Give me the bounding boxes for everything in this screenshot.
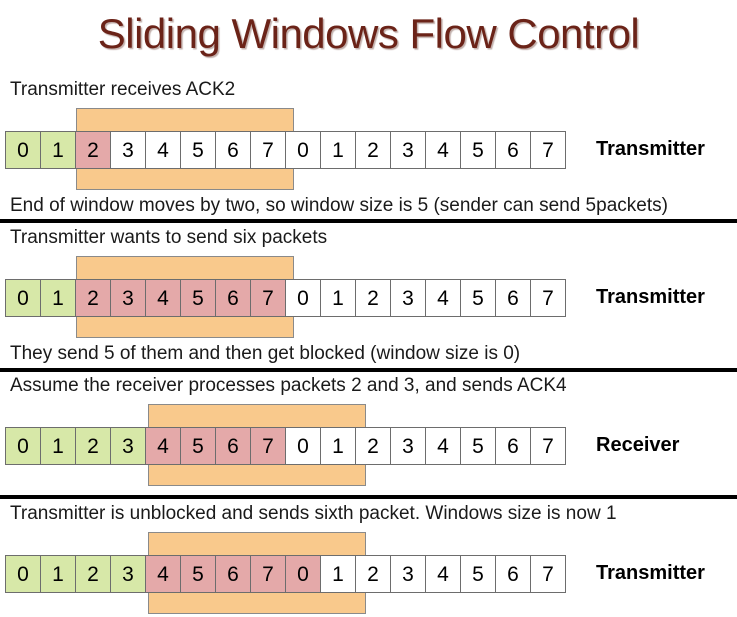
packet-cell[interactable]: 2 [75, 131, 111, 169]
packet-cell[interactable]: 4 [425, 555, 461, 593]
packet-cell[interactable]: 7 [530, 555, 566, 593]
packet-cell[interactable]: 6 [495, 131, 531, 169]
packet-cell[interactable]: 2 [75, 555, 111, 593]
packet-cell[interactable]: 3 [390, 131, 426, 169]
packet-cell[interactable]: 5 [180, 279, 216, 317]
packet-cell[interactable]: 0 [285, 131, 321, 169]
packet-cell[interactable]: 7 [530, 131, 566, 169]
section-divider [0, 368, 737, 372]
packet-cell[interactable]: 1 [40, 279, 76, 317]
diagram-section-3: Assume the receiver processes packets 2 … [0, 374, 737, 494]
packet-cell[interactable]: 7 [250, 555, 286, 593]
packet-cell[interactable]: 7 [530, 427, 566, 465]
packet-cell[interactable]: 2 [355, 427, 391, 465]
packet-cell[interactable]: 1 [40, 131, 76, 169]
packet-cell[interactable]: 1 [40, 555, 76, 593]
section-caption-top: Assume the receiver processes packets 2 … [10, 375, 567, 396]
section-divider [0, 495, 737, 499]
packet-cell[interactable]: 2 [355, 555, 391, 593]
packet-cell[interactable]: 5 [460, 279, 496, 317]
packet-cell[interactable]: 3 [110, 279, 146, 317]
packet-cell[interactable]: 0 [5, 131, 41, 169]
packet-cell[interactable]: 4 [425, 279, 461, 317]
packet-cell[interactable]: 2 [75, 427, 111, 465]
packet-cell[interactable]: 1 [320, 555, 356, 593]
packet-cell[interactable]: 0 [285, 279, 321, 317]
page-title: Sliding Windows Flow Control [97, 10, 640, 57]
packet-cell[interactable]: 6 [215, 279, 251, 317]
packet-cell[interactable]: 1 [320, 131, 356, 169]
packet-cell[interactable]: 5 [180, 427, 216, 465]
section-caption-bottom: End of window moves by two, so window si… [10, 195, 668, 216]
packet-cell[interactable]: 3 [390, 279, 426, 317]
role-label: Transmitter [596, 286, 705, 308]
packet-cell[interactable]: 3 [110, 131, 146, 169]
packet-cell[interactable]: 4 [145, 555, 181, 593]
packet-cell[interactable]: 4 [145, 427, 181, 465]
packet-cell[interactable]: 1 [320, 279, 356, 317]
diagram-section-4: Transmitter is unblocked and sends sixth… [0, 502, 737, 617]
packet-cell[interactable]: 7 [530, 279, 566, 317]
packet-cell[interactable]: 5 [460, 427, 496, 465]
packet-cell[interactable]: 4 [145, 279, 181, 317]
packet-cell[interactable]: 6 [495, 279, 531, 317]
section-caption-top: Transmitter wants to send six packets [10, 227, 328, 248]
packet-cell[interactable]: 3 [110, 427, 146, 465]
packet-cell[interactable]: 7 [250, 279, 286, 317]
packet-cell[interactable]: 6 [215, 131, 251, 169]
role-label: Receiver [596, 434, 680, 456]
section-caption-top: Transmitter is unblocked and sends sixth… [10, 503, 617, 524]
packet-cell[interactable]: 3 [390, 427, 426, 465]
packet-cell[interactable]: 2 [355, 131, 391, 169]
packet-cell[interactable]: 0 [285, 555, 321, 593]
packet-cell[interactable]: 1 [320, 427, 356, 465]
packet-cell[interactable]: 2 [75, 279, 111, 317]
packet-cell[interactable]: 1 [40, 427, 76, 465]
packet-cell[interactable]: 7 [250, 427, 286, 465]
role-label: Transmitter [596, 138, 705, 160]
packet-cell[interactable]: 2 [355, 279, 391, 317]
packet-cell[interactable]: 6 [215, 555, 251, 593]
packet-cell[interactable]: 5 [180, 555, 216, 593]
packet-cell[interactable]: 0 [5, 279, 41, 317]
packet-cell[interactable]: 3 [390, 555, 426, 593]
packet-cell[interactable]: 7 [250, 131, 286, 169]
section-caption-top: Transmitter receives ACK2 [10, 79, 236, 100]
section-divider [0, 219, 737, 223]
packet-cell[interactable]: 5 [180, 131, 216, 169]
packet-cell[interactable]: 5 [460, 555, 496, 593]
section-caption-bottom: They send 5 of them and then get blocked… [10, 343, 521, 364]
packet-cell[interactable]: 4 [425, 131, 461, 169]
packet-cell[interactable]: 0 [5, 555, 41, 593]
packet-cell[interactable]: 5 [460, 131, 496, 169]
packet-cell[interactable]: 4 [425, 427, 461, 465]
packet-cell[interactable]: 4 [145, 131, 181, 169]
packet-cell[interactable]: 6 [215, 427, 251, 465]
packet-cell[interactable]: 6 [495, 555, 531, 593]
packet-cell[interactable]: 6 [495, 427, 531, 465]
packet-cell[interactable]: 0 [285, 427, 321, 465]
packet-cell[interactable]: 0 [5, 427, 41, 465]
role-label: Transmitter [596, 562, 705, 584]
packet-cell[interactable]: 3 [110, 555, 146, 593]
